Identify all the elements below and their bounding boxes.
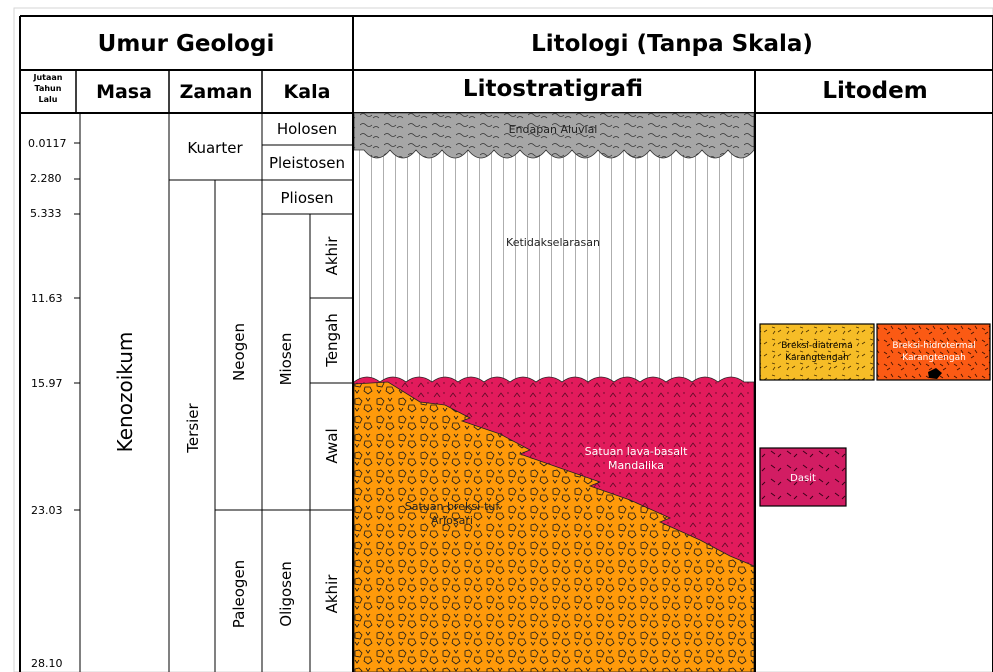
breksi-tuf-label-2: Arjosari (431, 514, 473, 527)
breksi-diatrema-label-2: Karangtengah (785, 353, 849, 363)
ketidakselarasan-label: Ketidakselarasan (506, 236, 600, 249)
kala-header: Kala (284, 81, 331, 103)
oligosen-label: Oligosen (277, 561, 295, 626)
masa-header: Masa (96, 81, 152, 103)
kuarter-label: Kuarter (187, 139, 243, 157)
age-tick-label: 23.03 (31, 504, 63, 517)
holosen-label: Holosen (277, 120, 337, 138)
breksi-diatrema-box (760, 324, 874, 380)
tahun-label: Tahun (35, 84, 62, 93)
tersier-label: Tersier (184, 402, 202, 453)
dasit-label: Dasit (790, 473, 816, 484)
breksi-hidrotermal-label-2: Karangtengah (902, 353, 966, 363)
akhir-miosen-label: Akhir (323, 236, 341, 276)
akhir-oligosen-label: Akhir (323, 574, 341, 614)
age-tick-label: 0.0117 (28, 137, 67, 150)
age-tick-label: 28.10 (31, 657, 63, 670)
tengah-miosen-label: Tengah (323, 313, 341, 368)
age-tick-label: 15.97 (31, 377, 63, 390)
litostratigrafi-header: Litostratigrafi (463, 76, 643, 102)
pliosen-label: Pliosen (280, 189, 333, 207)
kenozoikum-label: Kenozoikum (113, 332, 137, 453)
litostratigrafi-column: Endapan Aluvial Ketidakselarasan Satuan … (354, 113, 754, 672)
endapan-aluvial-label: Endapan Aluvial (509, 123, 598, 136)
lava-basalt-label-2: Mandalika (608, 459, 664, 472)
age-tick-label: 11.63 (31, 292, 63, 305)
neogen-label: Neogen (230, 323, 248, 381)
pleistosen-label: Pleistosen (269, 154, 345, 172)
litodem-header: Litodem (822, 78, 927, 104)
umur-geologi-header: Umur Geologi (98, 31, 275, 57)
breksi-diatrema-label-1: Breksi-diatrema (781, 341, 852, 351)
paleogen-label: Paleogen (230, 560, 248, 628)
lava-basalt-label-1: Satuan lava-basalt (585, 445, 688, 458)
breksi-hidrotermal-label-1: Breksi-hidrotermal (892, 341, 975, 351)
lalu-label: Lalu (39, 95, 58, 104)
litologi-header: Litologi (Tanpa Skala) (531, 31, 813, 57)
jutaan-label: Jutaan (33, 73, 63, 82)
breksi-tuf-label-1: Satuan breksi-tuf (405, 500, 501, 513)
zaman-header: Zaman (180, 81, 253, 103)
miosen-label: Miosen (277, 333, 295, 386)
age-tick-label: 2.280 (30, 172, 62, 185)
age-tick-label: 5.333 (30, 207, 62, 220)
awal-miosen-label: Awal (323, 428, 341, 463)
